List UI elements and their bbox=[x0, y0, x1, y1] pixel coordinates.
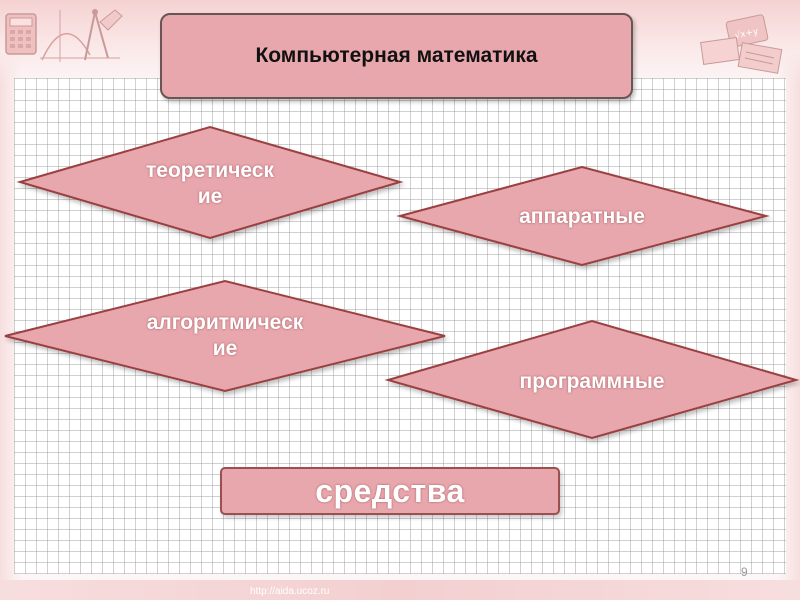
page-number: 9 bbox=[741, 565, 748, 579]
footer-url: http://aida.ucoz.ru bbox=[250, 586, 330, 597]
footer-band bbox=[0, 580, 800, 600]
node-algorithmic: алгоритмическ ие bbox=[115, 310, 335, 362]
means-box: средства bbox=[220, 467, 560, 515]
node-software: программные bbox=[492, 369, 692, 395]
node-theoretical: теоретическ ие bbox=[110, 158, 310, 210]
means-label: средства bbox=[315, 473, 465, 510]
node-hardware: аппаратные bbox=[482, 204, 682, 230]
